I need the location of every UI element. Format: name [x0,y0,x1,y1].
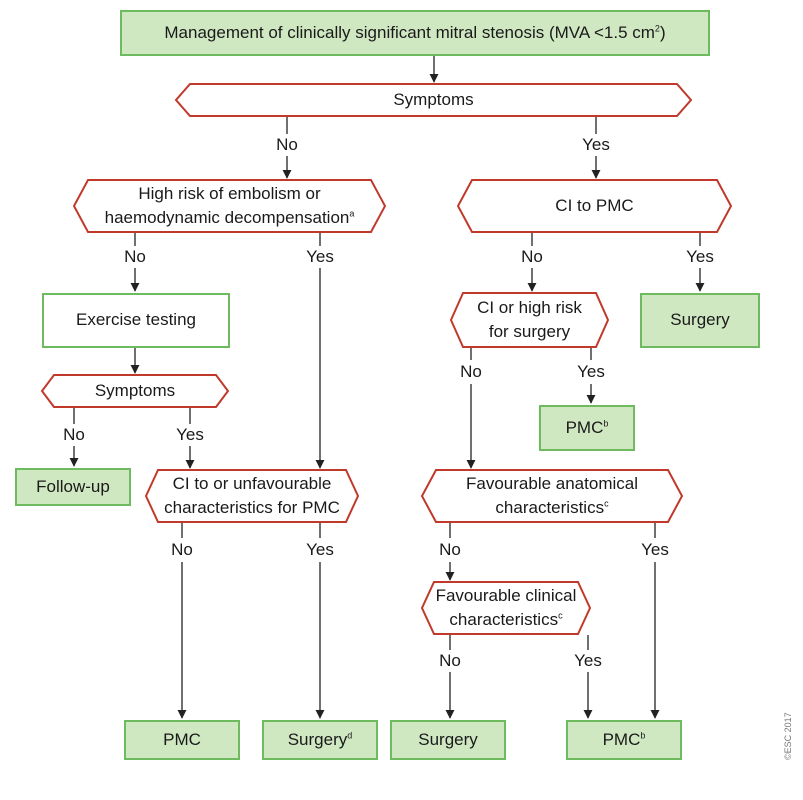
high-risk-line2: haemodynamic decompensation [104,208,350,227]
symptoms-top-text: Symptoms [176,84,691,116]
pmc-bottom-text: PMC [163,729,201,749]
label-no-symptoms: No [276,135,298,154]
label-no-fav-clin: No [439,651,461,670]
ci-unfav-line2: characteristics for PMC [164,498,340,517]
surgery-right-text: Surgery [670,310,730,330]
label-yes-symptoms-mid: Yes [176,425,204,444]
label-no-fav-anat: No [439,540,461,559]
label-no-ci-unfav: No [171,540,193,559]
ci-pmc-label: CI to PMC [555,196,634,216]
fav-anat-line1: Favourable anatomical [466,474,638,494]
high-risk-text: High risk of embolism or haemodynamic dec… [74,180,385,232]
surgery-bottom-box: Surgery [390,720,506,760]
label-yes-ci-pmc: Yes [686,247,714,266]
high-risk-sup: a [349,208,355,219]
symptoms-mid-text: Symptoms [42,375,228,407]
fav-clin-line1: Favourable clinical [435,586,577,606]
label-yes-ci-high-risk: Yes [577,362,605,381]
label-yes-high-risk: Yes [306,247,334,266]
decision-ci-unfavourable [144,469,360,523]
symptoms-mid-label: Symptoms [94,381,176,401]
surgery-d-box: Surgeryd [262,720,378,760]
decision-symptoms-mid [40,374,230,408]
ci-pmc-text: CI to PMC [458,180,731,232]
title-box: Management of clinically significant mit… [120,10,710,56]
pmc-b-bottom-text: PMCb [602,729,646,749]
fav-anat-line2: characteristics [495,498,605,517]
decision-ci-pmc [456,179,733,233]
fav-clin-sup: c [558,610,563,621]
follow-up-box: Follow-up [15,468,131,506]
pmc-b-mid-text: PMCb [565,417,609,437]
high-risk-line1: High risk of embolism or [138,184,321,204]
title-text: Management of clinically significant mit… [164,22,666,42]
decision-favourable-clinical [420,581,592,635]
ci-high-risk-line2: for surgery [488,322,571,341]
decision-high-risk [72,179,387,233]
ci-high-risk-line1: CI or high risk [477,298,582,318]
label-yes-fav-clin: Yes [574,651,602,670]
fav-anatomical-text: Favourable anatomical characteristicsc [422,470,682,522]
label-no-ci-pmc: No [521,247,543,266]
label-no-symptoms-mid: No [63,425,85,444]
label-yes-ci-unfav: Yes [306,540,334,559]
ci-high-risk-surgery-text: CI or high risk for surgery [451,293,608,347]
surgery-d-text: Surgeryd [287,729,353,749]
ci-unfav-line1: CI to or unfavourable [172,474,332,494]
decision-favourable-anatomical [420,469,684,523]
label-no-high-risk: No [124,247,146,266]
label-no-ci-high-risk: No [460,362,482,381]
pmc-bottom-box: PMC [124,720,240,760]
pmc-b-mid-box: PMCb [539,405,635,451]
surgery-bottom-text: Surgery [418,729,478,749]
fav-anat-sup: c [604,498,609,509]
fav-clin-line2: characteristics [449,610,559,629]
fav-clinical-text: Favourable clinical characteristicsc [422,582,590,634]
symptoms-top-label: Symptoms [393,90,474,110]
pmc-b-bottom-box: PMCb [566,720,682,760]
exercise-testing-box: Exercise testing [42,293,230,348]
surgery-right-box: Surgery [640,293,760,348]
decision-symptoms-top [174,83,693,117]
ci-unfav-text: CI to or unfavourable characteristics for… [146,470,358,522]
label-yes-symptoms: Yes [582,135,610,154]
follow-up-text: Follow-up [36,476,110,496]
exercise-testing-text: Exercise testing [76,310,196,330]
decision-ci-high-risk-surgery [449,292,610,348]
label-yes-fav-anat: Yes [641,540,669,559]
copyright-text: ©ESC 2017 [783,712,793,760]
